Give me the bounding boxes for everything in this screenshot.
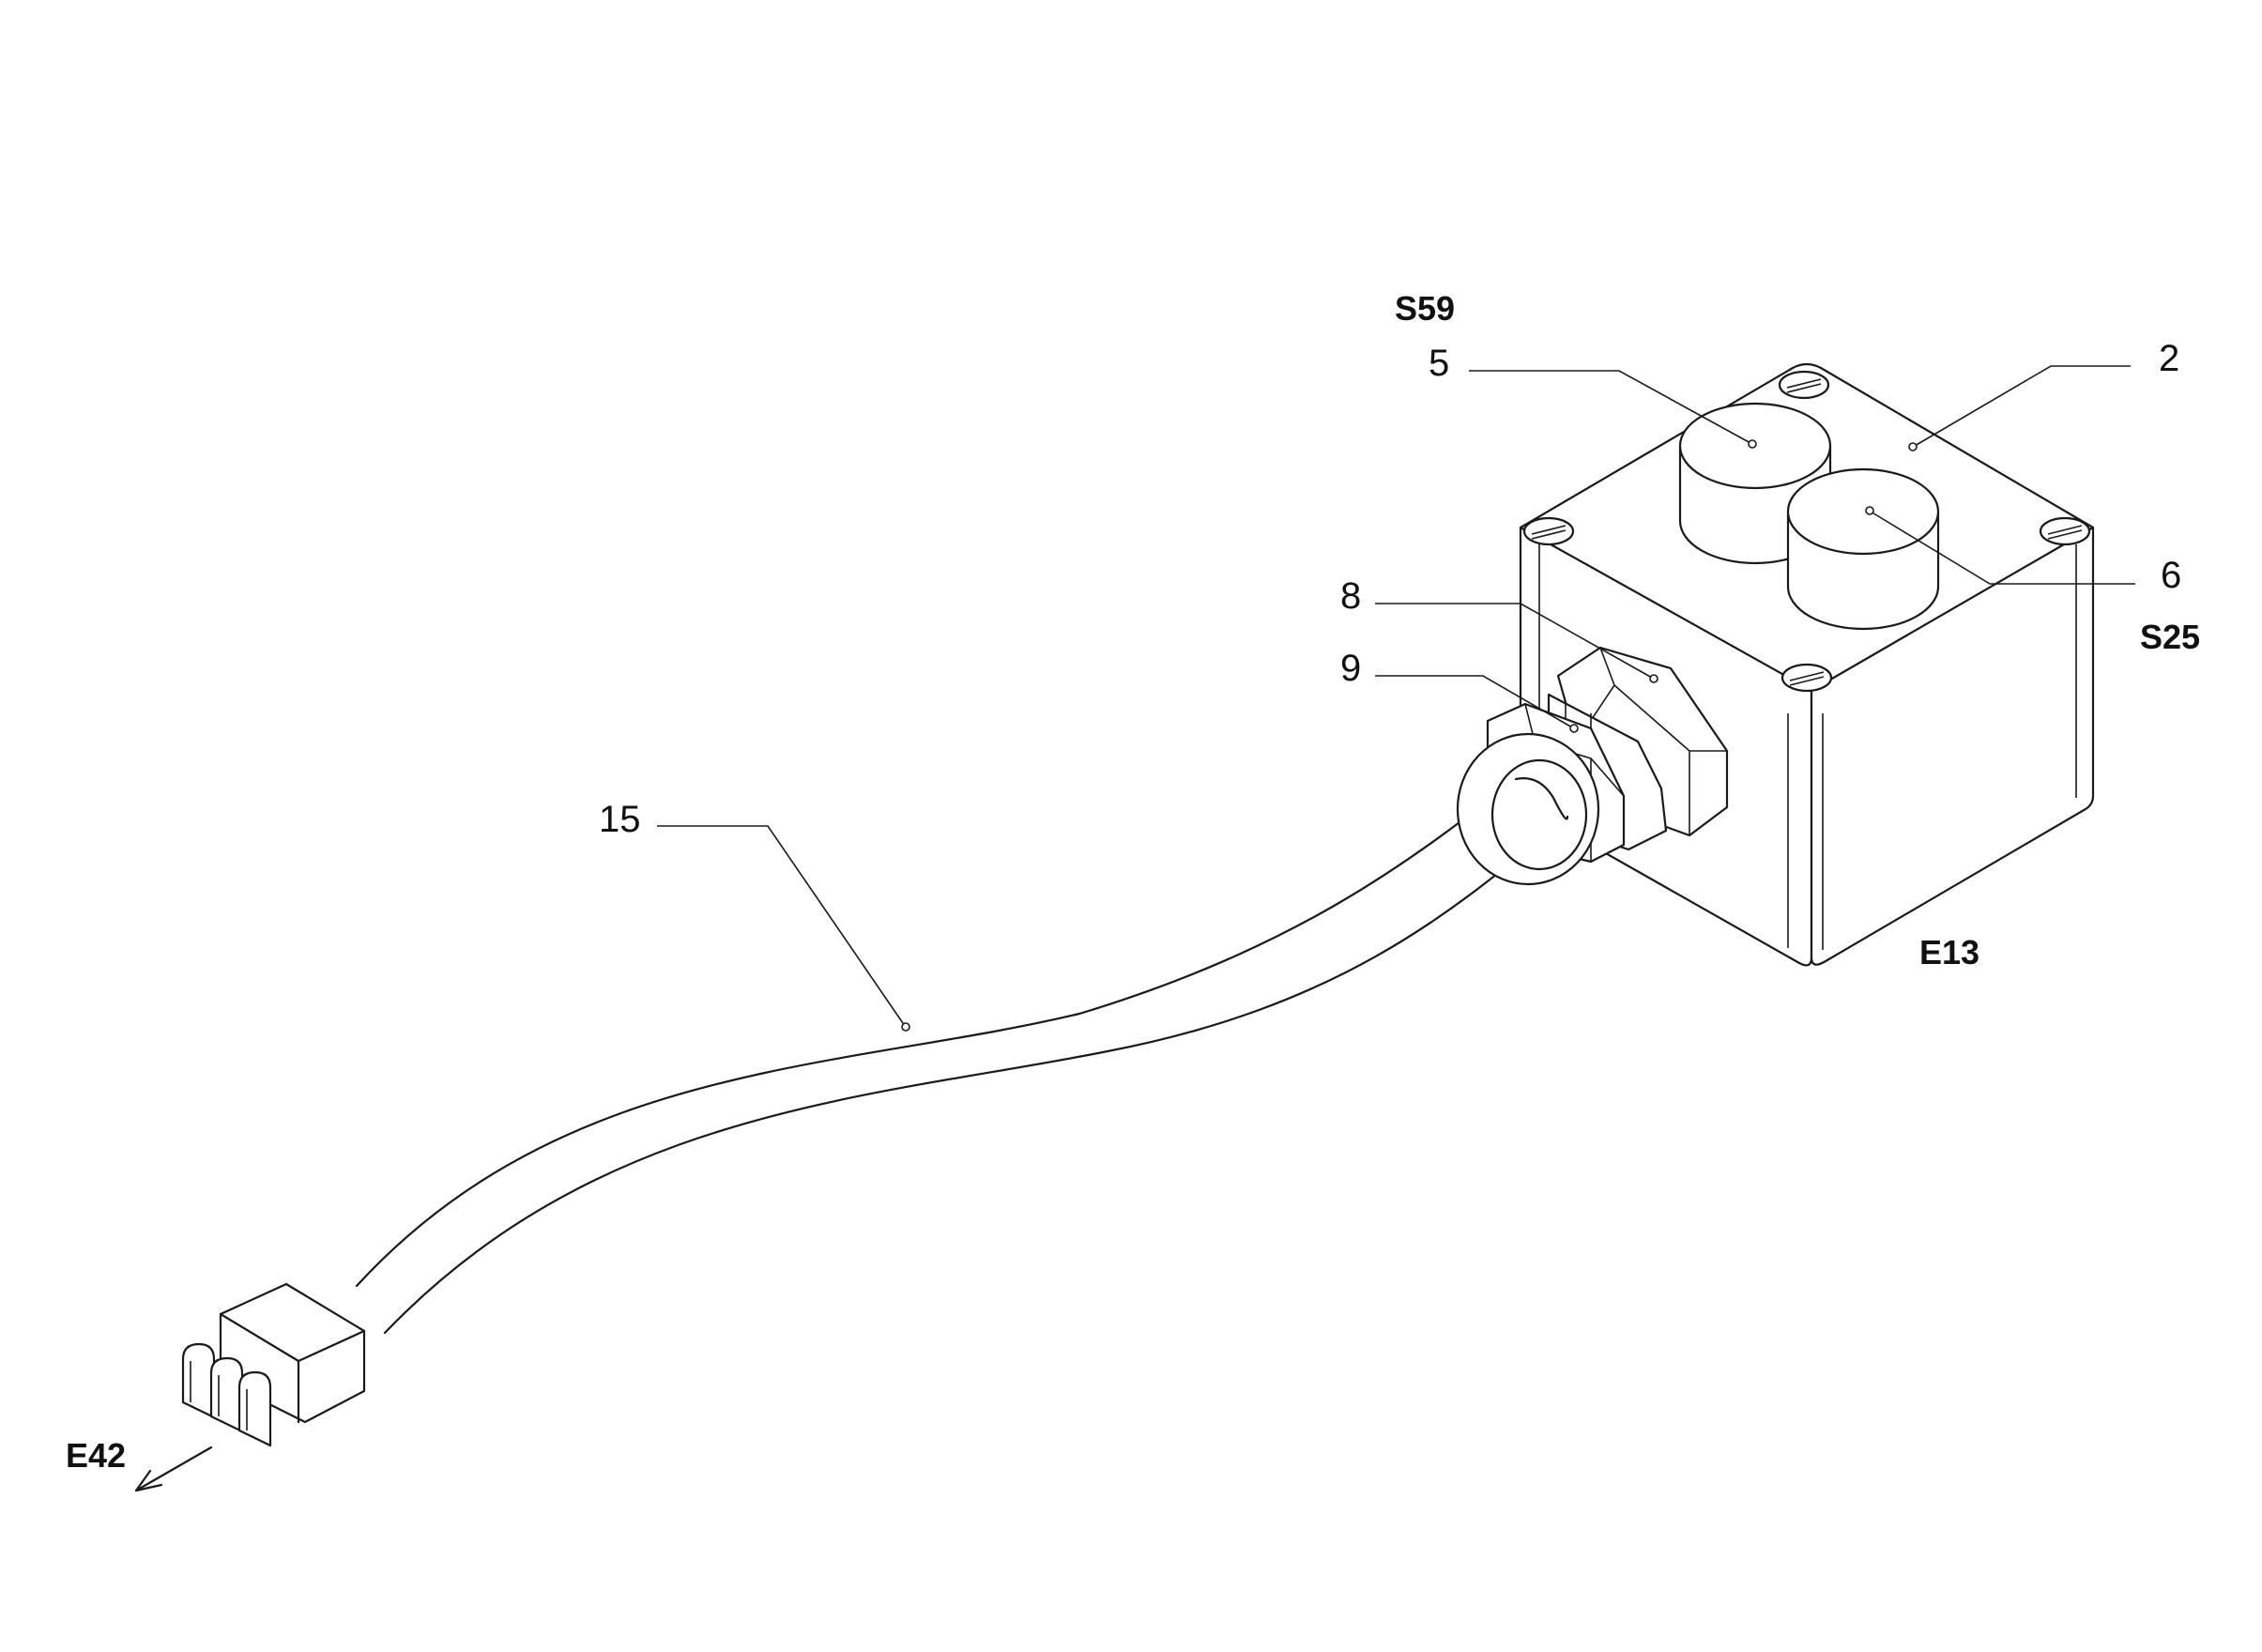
screw-icon xyxy=(1522,516,1575,546)
callout-5: 5 xyxy=(1429,343,1757,449)
callout-2: 2 xyxy=(1908,338,2179,451)
cable-gland xyxy=(1456,646,1729,886)
callout-number: 15 xyxy=(599,799,641,840)
designation-e42: E42 xyxy=(66,1436,126,1475)
cable xyxy=(355,777,1569,1335)
e42-arrow xyxy=(134,1446,213,1492)
callout-number: 6 xyxy=(2161,555,2181,596)
screw-icon xyxy=(1781,663,1833,693)
callout-number: 8 xyxy=(1340,575,1361,617)
callout-number: 2 xyxy=(2159,338,2179,379)
designation-e13: E13 xyxy=(1919,933,1979,971)
callout-6: 6 xyxy=(1865,506,2181,596)
push-button-s25 xyxy=(1786,467,1940,631)
cover-screws xyxy=(1522,370,2091,693)
callout-15: 15 xyxy=(599,799,910,1032)
designation-s25: S25 xyxy=(2140,618,2200,656)
callout-number: 9 xyxy=(1340,648,1361,689)
screw-icon xyxy=(2039,516,2091,546)
callout-number: 5 xyxy=(1429,343,1449,384)
callout-8: 8 xyxy=(1340,575,1658,683)
callout-9: 9 xyxy=(1340,648,1579,733)
designation-s59: S59 xyxy=(1395,289,1455,328)
screw-icon xyxy=(1778,370,1830,400)
e42-connector xyxy=(181,1282,366,1447)
